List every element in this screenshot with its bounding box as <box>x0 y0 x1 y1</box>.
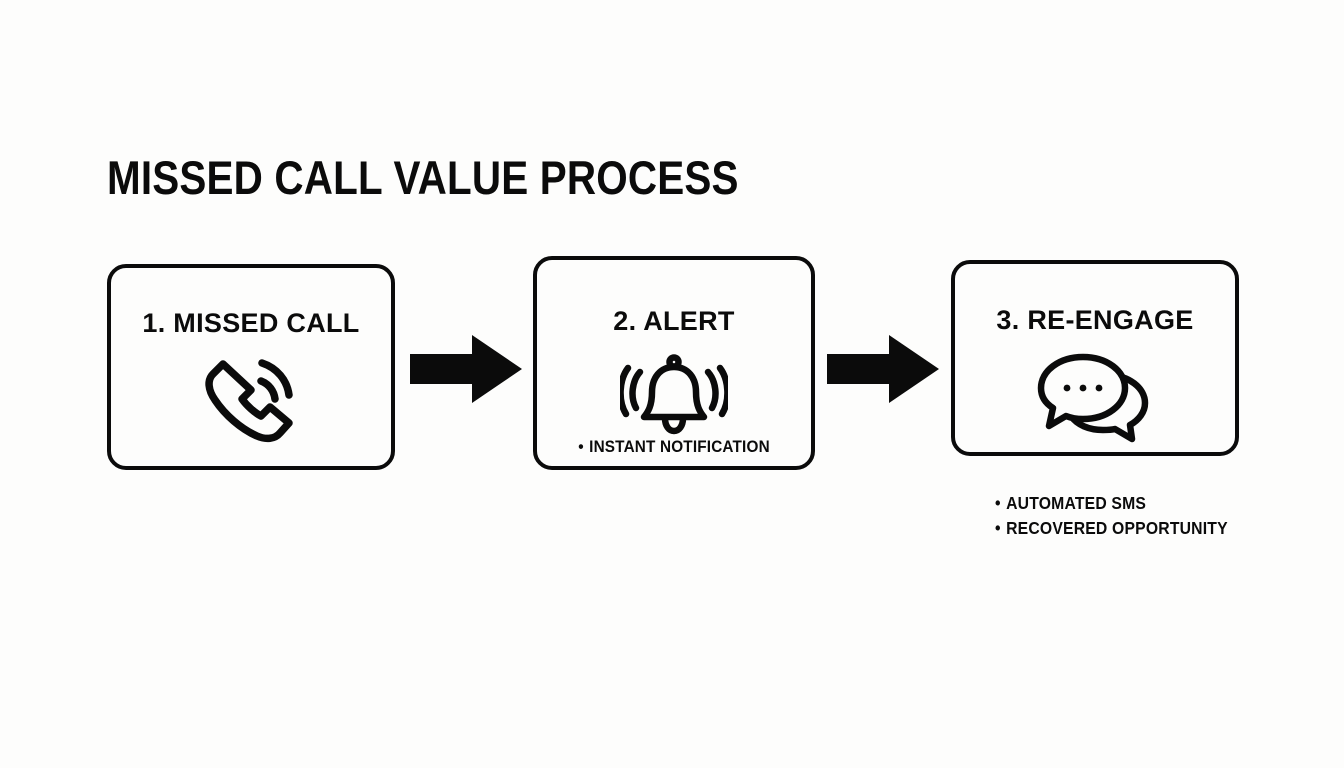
phone-handset-ringing-icon <box>199 350 303 444</box>
outcome-label-automated-sms: AUTOMATED SMS <box>1006 493 1147 513</box>
bullet-glyph: • <box>995 493 1001 513</box>
bell-ringing-icon <box>620 348 728 440</box>
list-item: •AUTOMATED SMS <box>995 491 1228 516</box>
step-bullet-instant-notification: • INSTANT NOTIFICATION <box>551 437 798 457</box>
arrow-right-icon-1 <box>410 335 522 403</box>
step-heading-re-engage: 3. RE-ENGAGE <box>996 305 1194 335</box>
outcome-bullet-list: •AUTOMATED SMS •RECOVERED OPPORTUNITY <box>995 491 1254 541</box>
bullet-glyph: • <box>995 518 1001 538</box>
step-card-missed-call: 1. MISSED CALL <box>107 264 395 470</box>
arrow-right-icon-2 <box>827 335 939 403</box>
chat-bubbles-icon <box>1037 347 1153 443</box>
page-title: MISSED CALL VALUE PROCESS <box>107 151 739 204</box>
step-heading-missed-call: 1. MISSED CALL <box>142 308 360 338</box>
bullet-glyph: • <box>578 437 584 456</box>
list-item: •RECOVERED OPPORTUNITY <box>995 516 1228 541</box>
step-card-alert: 2. ALERT • INSTANT NOTIFICATION <box>533 256 815 470</box>
step-heading-alert: 2. ALERT <box>613 306 735 336</box>
outcome-label-recovered-opportunity: RECOVERED OPPORTUNITY <box>1006 518 1228 538</box>
step-card-re-engage: 3. RE-ENGAGE <box>951 260 1239 456</box>
step-bullet-label: INSTANT NOTIFICATION <box>589 437 770 456</box>
